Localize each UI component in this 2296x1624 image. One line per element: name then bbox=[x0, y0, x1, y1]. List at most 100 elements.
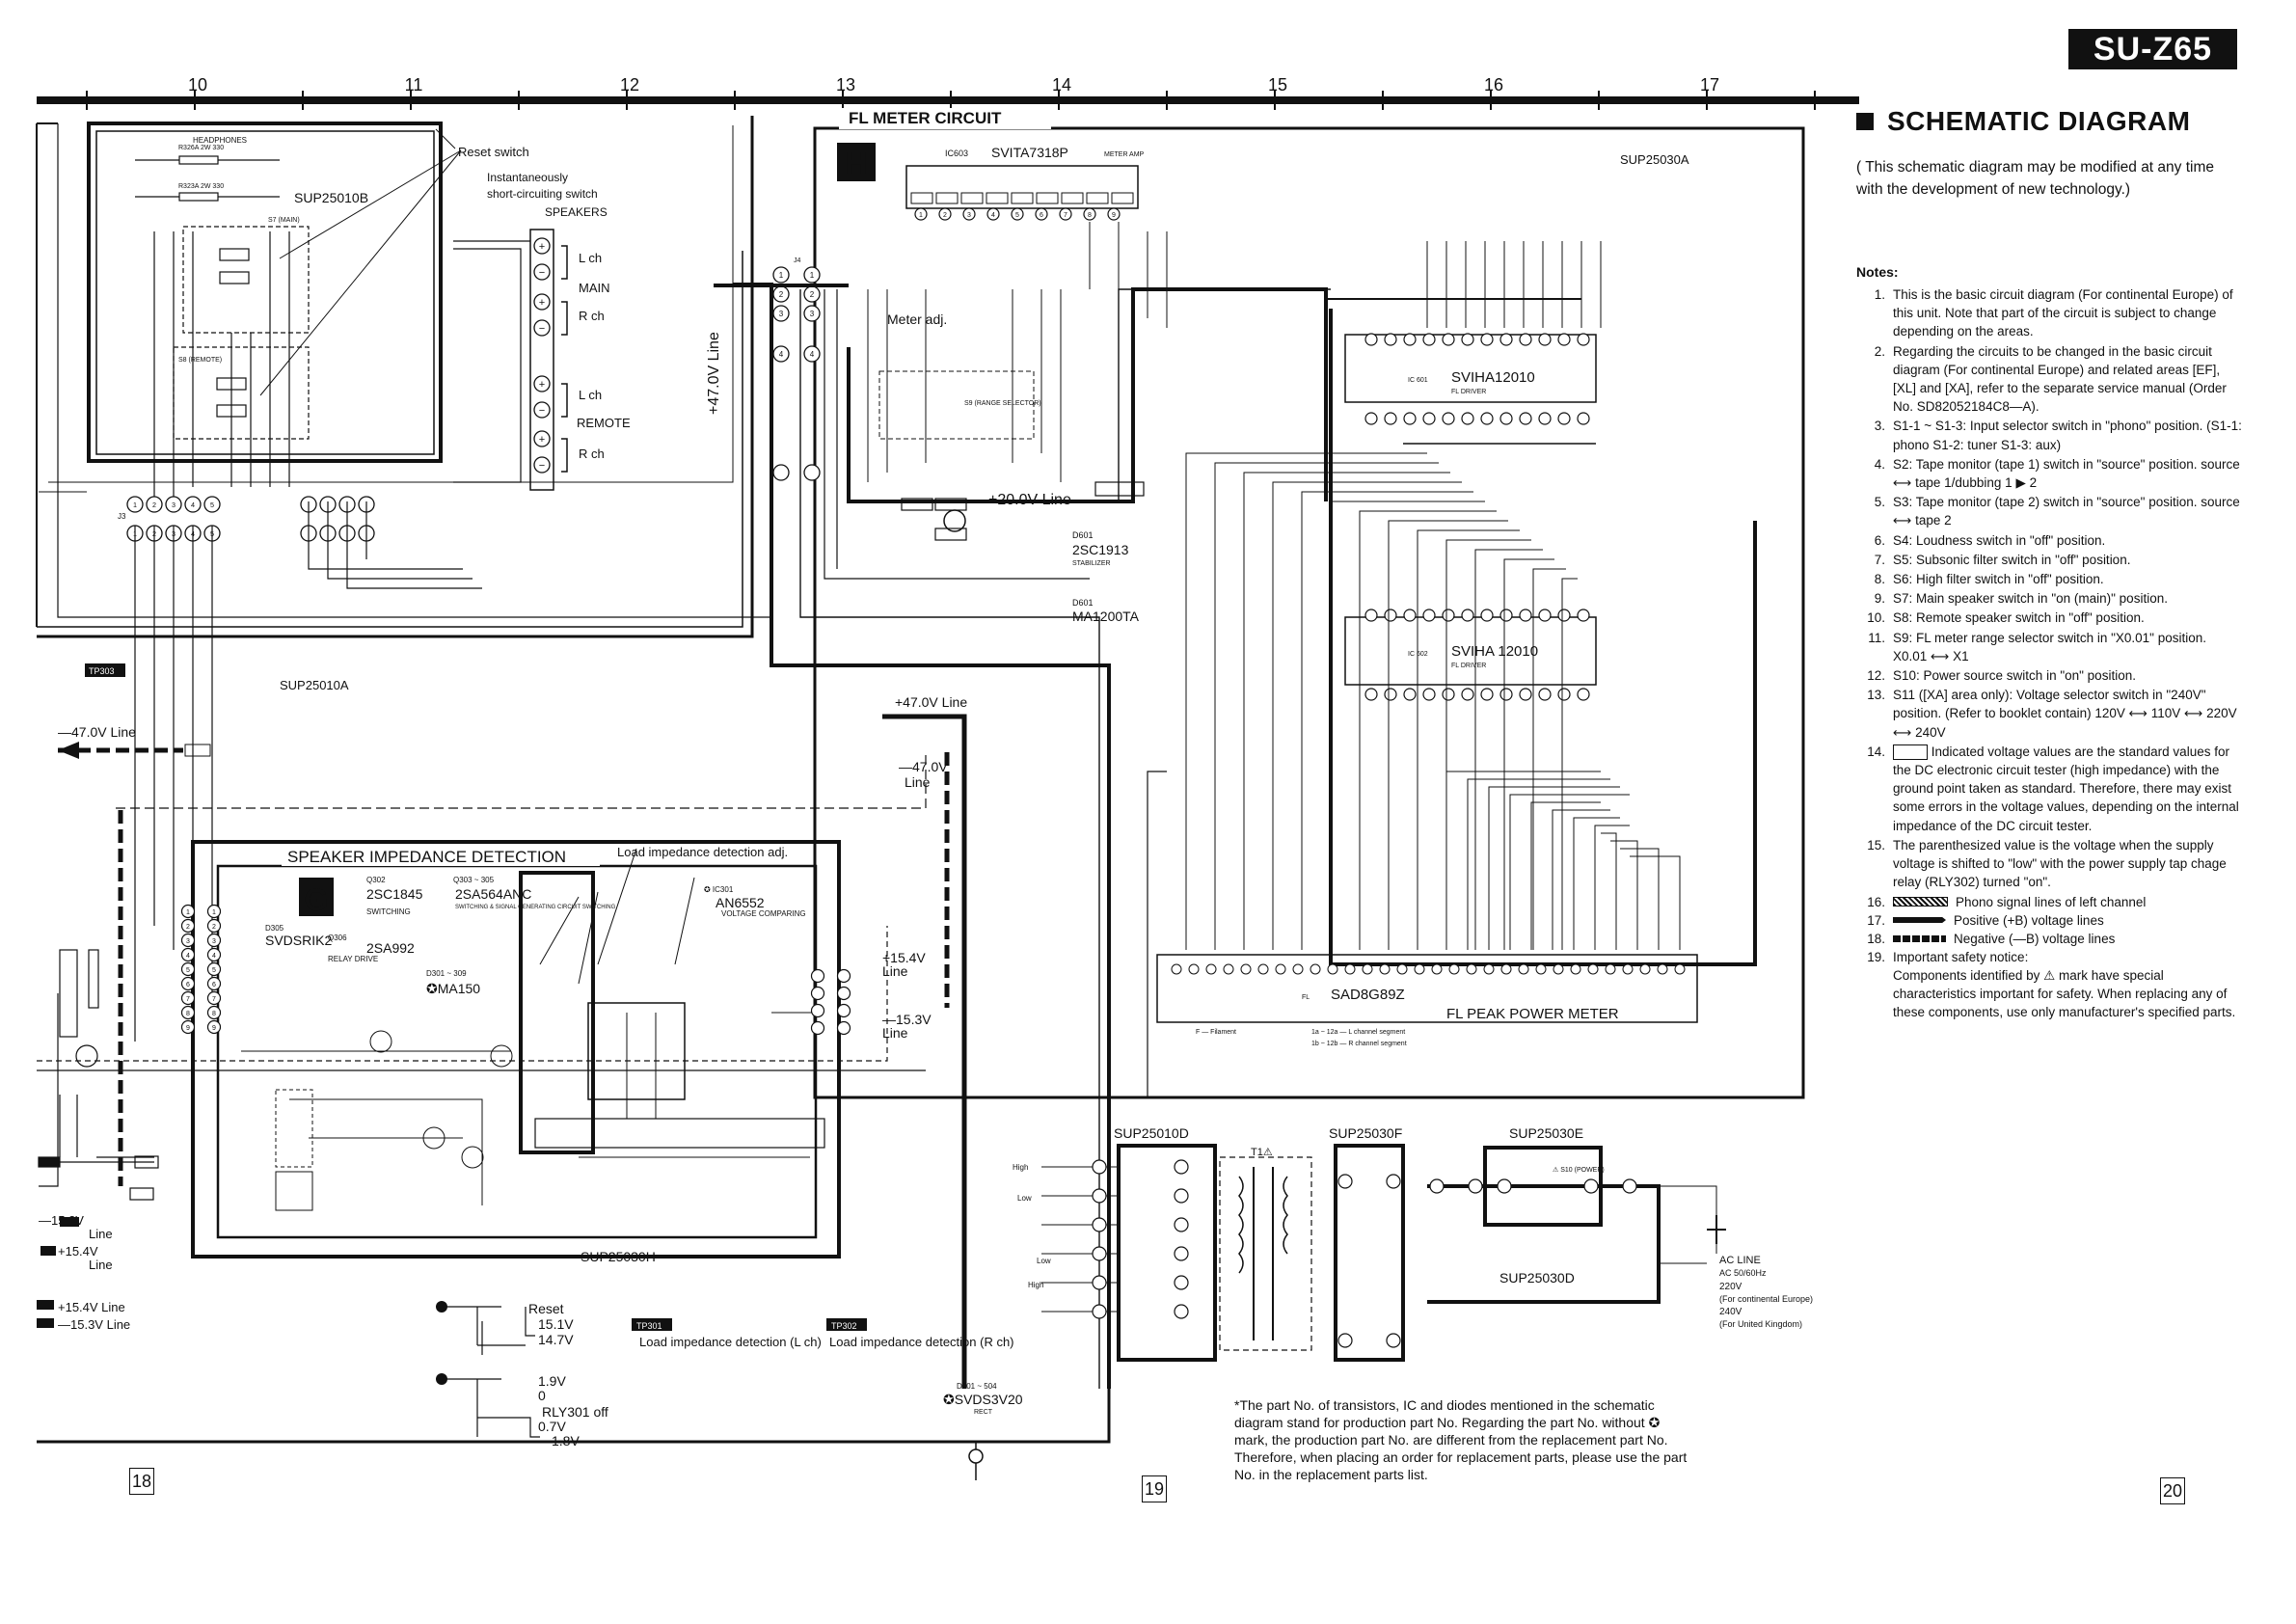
board-sup25030f: SUP25030F bbox=[1329, 1125, 1402, 1141]
svg-text:8: 8 bbox=[186, 1011, 190, 1017]
meter-adj-label: Meter adj. bbox=[887, 311, 947, 327]
ic603-part: SVITA7318P bbox=[991, 145, 1068, 160]
j4-terminal bbox=[803, 266, 821, 284]
vneg1-8: —1.8V bbox=[538, 1433, 580, 1448]
remote-label: REMOTE bbox=[577, 416, 631, 430]
phono-line-icon bbox=[1893, 897, 1948, 907]
svg-text:−: − bbox=[539, 267, 545, 279]
v14-7: 14.7V bbox=[538, 1332, 574, 1347]
fl-peak-label: FL PEAK POWER METER bbox=[1446, 1006, 1619, 1022]
note-item: 5.S3: Tape monitor (tape 2) switch in "s… bbox=[1874, 495, 2240, 528]
board-sup25010a-frame: SUP25010A bbox=[37, 116, 771, 692]
svg-text:5: 5 bbox=[212, 967, 216, 974]
svg-text:1: 1 bbox=[919, 212, 923, 219]
speaker-terminal bbox=[533, 456, 551, 474]
note-item: 4.S2: Tape monitor (tape 1) switch in "s… bbox=[1874, 456, 2240, 491]
page-number-18: 18 bbox=[129, 1468, 154, 1495]
svg-text:High: High bbox=[1028, 1281, 1043, 1289]
main-label: MAIN bbox=[579, 281, 610, 295]
legend-item: 16.Phono signal lines of left channel bbox=[1867, 894, 2147, 909]
svg-text:+: + bbox=[539, 434, 545, 446]
positive-line-arrow-icon bbox=[1893, 917, 1946, 923]
speaker-terminal bbox=[533, 263, 551, 281]
fl-meter-section: H FL METER CIRCUIT SUP25030A IC603 SVITA… bbox=[813, 108, 1805, 1099]
tp301-label: TP301 bbox=[636, 1321, 662, 1331]
notes-list: 1.This is the basic circuit diagram (For… bbox=[1856, 285, 2242, 892]
svg-text:−: − bbox=[539, 405, 545, 417]
svg-text:1b ~ 12b — R channel segment: 1b ~ 12b — R channel segment bbox=[1311, 1041, 1407, 1047]
speaker-terminal bbox=[533, 237, 551, 255]
q306-part: 2SA992 bbox=[366, 940, 415, 956]
svg-text:S7 (MAIN): S7 (MAIN) bbox=[268, 217, 300, 224]
svg-text:D601: D601 bbox=[1072, 598, 1094, 608]
svg-text:1a ~ 12a — L channel segment: 1a ~ 12a — L channel segment bbox=[1311, 1029, 1405, 1036]
pos47-line: +47.0V Line bbox=[895, 694, 967, 710]
svg-text:4: 4 bbox=[810, 350, 815, 359]
voltage-box-icon bbox=[1893, 744, 1928, 761]
svg-text:Q303 ~ 305: Q303 ~ 305 bbox=[453, 876, 495, 884]
notes-panel: SCHEMATIC DIAGRAM ( This schematic diagr… bbox=[1856, 106, 2242, 1215]
j4-terminal bbox=[772, 266, 790, 284]
neg47-label: —47.0V bbox=[899, 759, 948, 774]
board-sup25030a: SUP25030A bbox=[1620, 152, 1689, 167]
svg-text:3: 3 bbox=[186, 938, 190, 945]
svg-text:4: 4 bbox=[779, 350, 784, 359]
board-sup25010d: SUP25010D bbox=[1114, 1125, 1189, 1141]
svg-text:METER AMP: METER AMP bbox=[1104, 151, 1145, 158]
remote-rch-label: R ch bbox=[579, 447, 605, 461]
note-item: 9.S7: Main speaker switch in "on (main)"… bbox=[1874, 591, 2168, 607]
pos154-line: +15.4V Line bbox=[58, 1300, 125, 1314]
d601-part: MA1200TA bbox=[1072, 609, 1140, 624]
pos154-label: +15.4V bbox=[882, 950, 926, 965]
subheading: ( This schematic diagram may be modified… bbox=[1856, 159, 2215, 198]
svg-text:Line: Line bbox=[905, 774, 931, 790]
v1-9: 1.9V bbox=[538, 1373, 566, 1389]
board-sup25010a: SUP25010A bbox=[280, 678, 349, 692]
svg-text:RELAY DRIVE: RELAY DRIVE bbox=[328, 955, 378, 963]
rly301-label: RLY301 off bbox=[542, 1404, 608, 1420]
note-item: 8.S6: High filter switch in "off" positi… bbox=[1874, 572, 2104, 587]
svg-text:3: 3 bbox=[779, 310, 784, 318]
d305-part: SVDSRIK2 bbox=[265, 933, 332, 948]
wiring bbox=[37, 501, 926, 1187]
svg-text:7: 7 bbox=[1064, 212, 1067, 219]
negative-line-arrow-icon bbox=[1893, 934, 1946, 942]
svg-text:Line: Line bbox=[89, 1227, 113, 1241]
safety-notice: 19. Important safety notice: Components … bbox=[1867, 949, 2236, 1020]
svg-text:+: + bbox=[539, 379, 545, 391]
svg-text:(For continental Europe): (For continental Europe) bbox=[1719, 1294, 1813, 1304]
j3-terminal bbox=[203, 496, 221, 513]
power-supply-section: SUP25010D SUP25030F SUP25030E SUP25030D … bbox=[1013, 1125, 1813, 1362]
note-item: 15.The parenthesized value is the voltag… bbox=[1867, 837, 2227, 890]
reset-switch-label: Reset switch bbox=[458, 145, 529, 159]
svg-text:IC603: IC603 bbox=[945, 149, 968, 158]
note-item: 1.This is the basic circuit diagram (For… bbox=[1874, 287, 2233, 339]
grid-column-label: 17 bbox=[1700, 75, 1719, 95]
svg-text:D501 ~ 504: D501 ~ 504 bbox=[957, 1382, 997, 1391]
tp303-label: TP303 bbox=[89, 666, 115, 676]
svg-text:Line: Line bbox=[882, 1025, 908, 1041]
grid-column-label: 10 bbox=[188, 75, 207, 95]
speaker-terminals: +−+−+−+− L ch MAIN R ch L ch REMOTE R ch… bbox=[259, 128, 631, 491]
svg-text:Q306: Q306 bbox=[328, 934, 347, 942]
speakers-label: SPEAKERS bbox=[545, 205, 608, 219]
power-lines-47: —47.0V Line +47.0V Line —47.0V Line bbox=[58, 694, 967, 1389]
svg-text:7: 7 bbox=[186, 996, 190, 1003]
note-item: 3.S1-1 ~ S1-3: Input selector switch in … bbox=[1874, 419, 2242, 452]
j3-terminal bbox=[184, 496, 202, 513]
pos154-left: +15.4V bbox=[58, 1244, 98, 1259]
fl-display-part: SAD8G89Z bbox=[1331, 987, 1405, 1003]
svg-text:4: 4 bbox=[991, 212, 995, 219]
left-edge-components: —15.3V Line +15.4V Line +15.4V Line —15.… bbox=[37, 949, 159, 1332]
q601-part: 2SC1913 bbox=[1072, 542, 1129, 557]
svg-text:VOLTAGE COMPARING: VOLTAGE COMPARING bbox=[721, 909, 806, 918]
svg-text:3: 3 bbox=[967, 212, 971, 219]
line-20v: +20.0V Line bbox=[988, 492, 1071, 508]
load-detect-r: Load impedance detection (R ch) bbox=[829, 1335, 1014, 1349]
ic602-part: SVIHA 12010 bbox=[1451, 643, 1538, 660]
note-item: 10.S8: Remote speaker switch in "off" po… bbox=[1867, 610, 2145, 626]
main-lch-label: L ch bbox=[579, 251, 602, 265]
